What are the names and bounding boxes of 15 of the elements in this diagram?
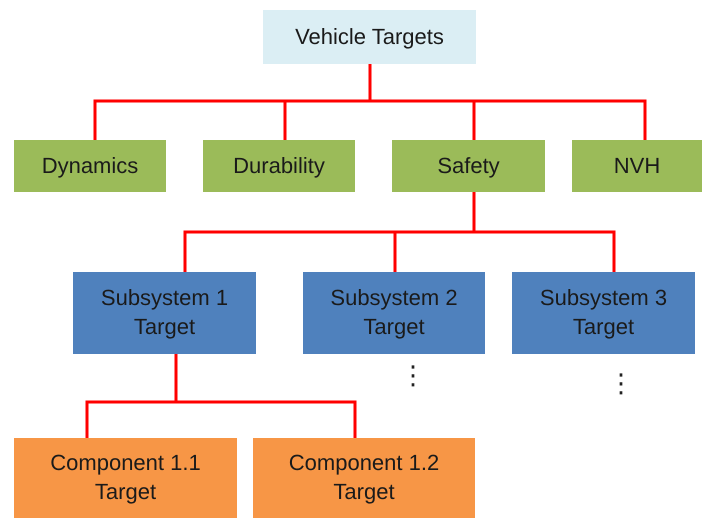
connector-line xyxy=(174,354,356,438)
category-box: Safety xyxy=(392,140,545,192)
connector-line xyxy=(472,192,616,272)
category-box: Durability xyxy=(203,140,355,192)
connector-line xyxy=(368,64,646,140)
continuation-dots: ⋮ xyxy=(400,362,426,388)
category-box: NVH xyxy=(572,140,702,192)
subsystem-box: Subsystem 3 Target xyxy=(512,272,695,354)
category-box: Dynamics xyxy=(14,140,166,192)
top-box: Vehicle Targets xyxy=(263,10,476,64)
continuation-dots: ⋮ xyxy=(608,370,634,396)
subsystem-box: Subsystem 2 Target xyxy=(303,272,485,354)
subsystem-box: Subsystem 1 Target xyxy=(73,272,256,354)
component-box: Component 1.2 Target xyxy=(253,438,475,518)
component-box: Component 1.1 Target xyxy=(14,438,237,518)
